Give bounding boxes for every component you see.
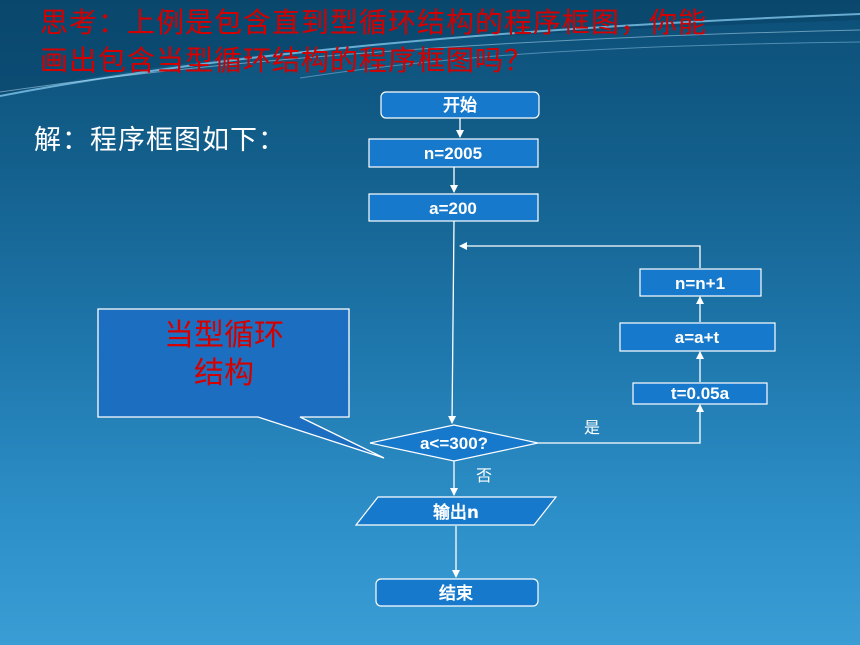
title-line-1: 思考：上例是包含直到型循环结构的程序框图，你能	[40, 6, 708, 39]
yes-branch-line	[538, 404, 704, 444]
output-label: 输出n	[433, 502, 479, 523]
step-t-label: t=0.05a	[671, 384, 730, 403]
callout-line-1: 当型循环	[164, 318, 284, 353]
answer-label: 解：程序框图如下：	[34, 125, 286, 156]
step-a-label: a=a+t	[675, 328, 720, 347]
end-label: 结束	[439, 583, 473, 604]
start-node: 开始	[380, 91, 540, 119]
callout-shape	[97, 308, 385, 459]
loop-back-line	[459, 242, 701, 268]
condition-diamond: a<=300?	[369, 424, 539, 462]
init-n-label: n=2005	[424, 144, 482, 163]
end-node: 结束	[375, 578, 539, 607]
yes-label: 是	[584, 418, 600, 437]
output-node: 输出n	[354, 496, 558, 526]
no-label: 否	[476, 466, 492, 485]
condition-label: a<=300?	[420, 434, 488, 453]
callout-line-2: 结构	[194, 356, 254, 391]
step-n-box: n=n+1	[639, 268, 762, 297]
step-n-label: n=n+1	[675, 274, 725, 293]
init-a-label: a=200	[429, 199, 477, 218]
step-a-box: a=a+t	[619, 322, 776, 352]
title-line-2: 画出包含当型循环结构的程序框图吗？	[40, 44, 534, 77]
init-n-box: n=2005	[368, 138, 539, 168]
step-t-box: t=0.05a	[632, 382, 768, 405]
start-label: 开始	[443, 95, 477, 116]
arrow-a-to-condition	[448, 220, 457, 424]
callout: 当型循环 结构	[97, 308, 385, 459]
init-a-box: a=200	[368, 193, 539, 222]
connectors	[448, 118, 704, 578]
